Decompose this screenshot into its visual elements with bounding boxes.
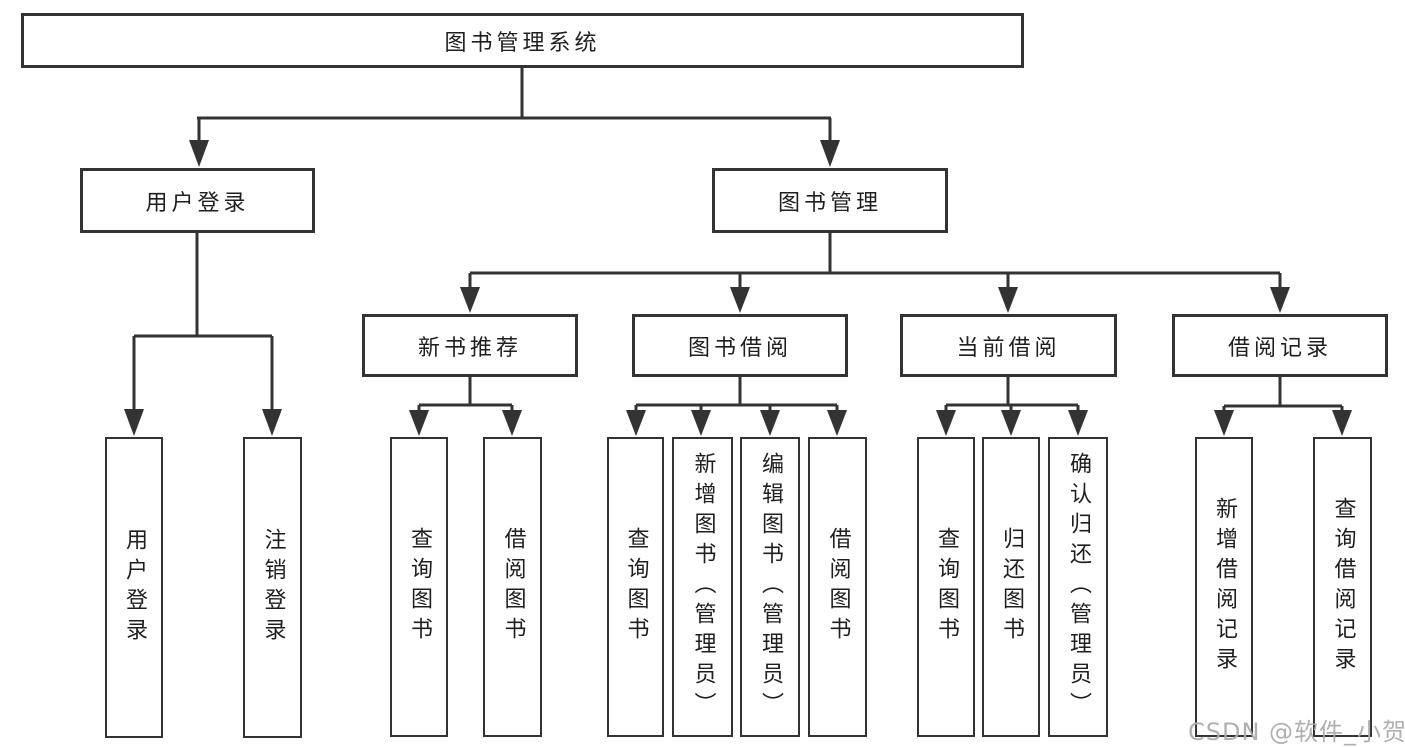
node-new-book-recommend: 新书推荐	[362, 314, 578, 377]
node-current-borrow: 当前借阅	[900, 314, 1117, 377]
arrowhead	[691, 410, 711, 436]
node-book-management: 图书管理	[712, 168, 948, 233]
connector-new-book-rec-to-leaves	[409, 377, 522, 436]
arrowhead	[502, 410, 522, 436]
leaf-logout-login: 注销登录	[243, 437, 302, 738]
node-library-system-root: 图书管理系统	[21, 13, 1024, 68]
leaf-rec-borrow-book: 借阅图书	[483, 437, 542, 737]
connector-user-login-to-leaves	[124, 233, 282, 436]
arrowhead	[1001, 410, 1021, 436]
arrowhead	[409, 410, 429, 436]
leaf-bb-borrow-book: 借阅图书	[808, 437, 867, 737]
leaf-br-query-record: 查询借阅记录	[1313, 437, 1372, 737]
connector-book-borrow-to-leaves	[626, 377, 847, 436]
connector-root-to-level2	[189, 68, 840, 167]
leaf-cb-query-book: 查询图书	[917, 437, 975, 737]
connector-book-mgmt-to-level3	[460, 233, 1290, 313]
arrowhead	[1068, 410, 1088, 436]
arrowhead	[998, 287, 1018, 313]
leaf-rec-query-book: 查询图书	[390, 437, 448, 737]
arrowhead	[936, 410, 956, 436]
node-borrow-records: 借阅记录	[1172, 314, 1388, 377]
arrowhead	[124, 409, 144, 436]
arrowhead	[827, 410, 847, 436]
leaf-cb-confirm-return-admin: 确认归还（管理员）	[1048, 437, 1108, 737]
arrowhead	[1270, 287, 1290, 313]
node-book-borrow: 图书借阅	[632, 314, 848, 377]
node-user-login: 用户登录	[80, 168, 315, 233]
connector-current-borrow-to-leaves	[936, 377, 1088, 436]
arrowhead	[189, 140, 209, 167]
leaf-br-add-record: 新增借阅记录	[1195, 437, 1253, 737]
arrowhead	[1214, 410, 1234, 436]
leaf-bb-query-book: 查询图书	[607, 437, 664, 737]
arrowhead	[626, 410, 646, 436]
connector-borrow-record-to-leaves	[1214, 377, 1352, 436]
arrowhead	[760, 410, 780, 436]
leaf-user-login: 用户登录	[105, 437, 163, 738]
arrowhead	[730, 287, 750, 313]
csdn-watermark: CSDN @软件_小贺同学	[1188, 718, 1405, 746]
leaf-cb-return-book: 归还图书	[982, 437, 1040, 737]
arrowhead	[262, 409, 282, 436]
leaf-bb-edit-book-admin: 编辑图书（管理员）	[740, 437, 800, 737]
leaf-bb-add-book-admin: 新增图书（管理员）	[672, 437, 733, 737]
arrowhead	[460, 287, 480, 313]
arrowhead	[1332, 410, 1352, 436]
arrowhead	[820, 140, 840, 167]
